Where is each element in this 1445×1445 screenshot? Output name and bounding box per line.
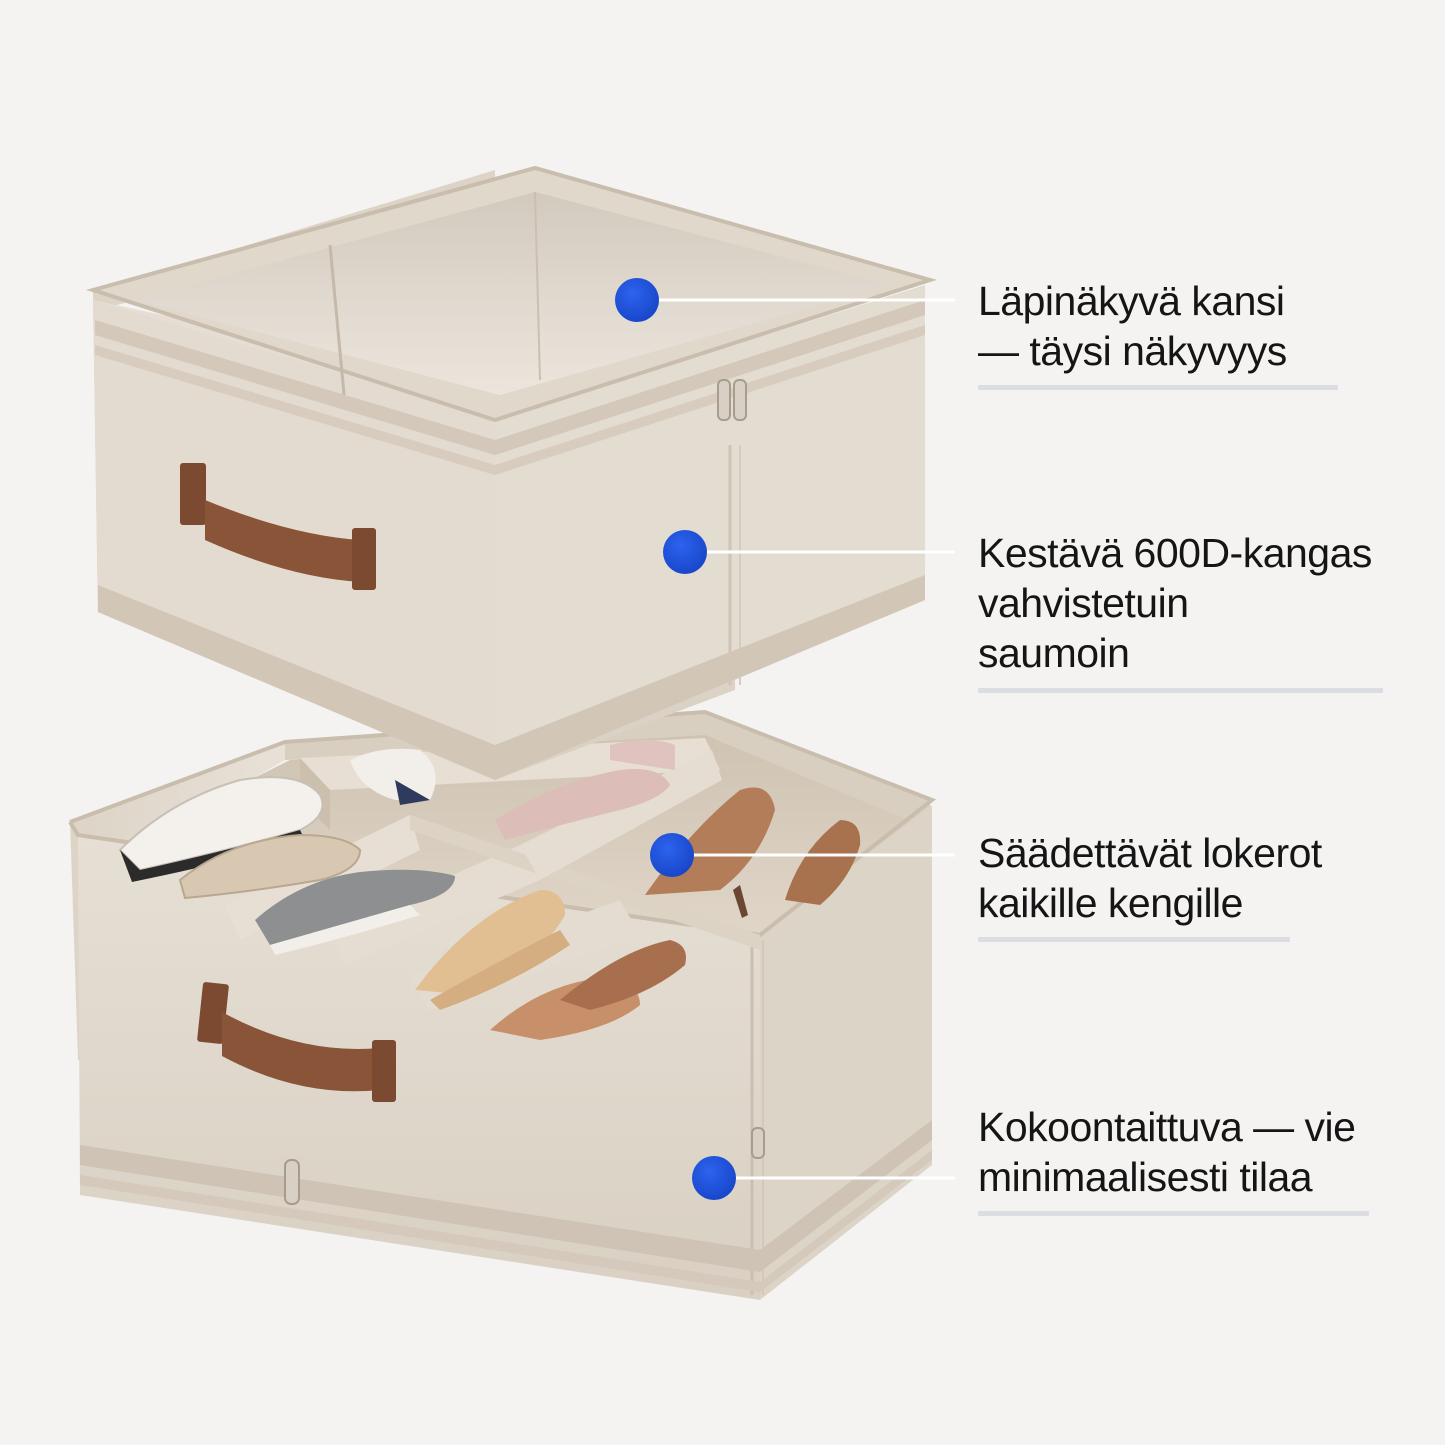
callout-marker-3 (650, 833, 955, 877)
callout-underline (978, 385, 1338, 390)
callout-compartments: Säädettävät lokerot kaikille kengille (978, 828, 1322, 928)
top-storage-box (86, 165, 937, 780)
zipper-pull-icon-top (717, 379, 747, 421)
callout-underline (978, 688, 1383, 693)
callout-line: minimaalisesti tilaa (978, 1154, 1313, 1200)
bottom-box-left-side (70, 742, 285, 1080)
callout-line: Kestävä 600D-kangas (978, 530, 1372, 576)
top-zipper-band-2 (95, 325, 925, 475)
callout-transparent-lid: Läpinäkyvä kansi — täysi näkyvyys (978, 276, 1287, 376)
blue-dot-icon (650, 833, 694, 877)
bottom-storage-box (68, 709, 936, 1300)
lid-interior-seam (328, 244, 347, 406)
callout-foldable: Kokoontaittuva — vie minimaalisesti tila… (978, 1102, 1356, 1202)
callout-underline (978, 1211, 1369, 1216)
top-zipper-band (95, 300, 925, 455)
heels-nude-front (415, 890, 570, 1010)
bottom-box-right (760, 805, 932, 1300)
sneaker-pink (495, 740, 675, 840)
callout-marker-1 (615, 278, 955, 322)
callout-line: vahvistetuin (978, 580, 1189, 626)
sneaker-beige (178, 833, 362, 900)
sneaker-gray (255, 869, 455, 955)
top-box-bottom-band (98, 575, 925, 780)
callout-line: Säädettävät lokerot (978, 830, 1322, 876)
flats-caramel (490, 940, 686, 1040)
bottom-handle (197, 982, 396, 1102)
callout-marker-4 (692, 1156, 955, 1200)
lid-interior-seam-2 (534, 191, 541, 381)
zipper-pull-icon (284, 1127, 765, 1205)
sneaker-navy-back (350, 748, 436, 805)
callout-fabric: Kestävä 600D-kangas vahvistetuin saumoin (978, 528, 1372, 678)
callout-line: — täysi näkyvyys (978, 328, 1287, 374)
callout-line: kaikille kengille (978, 880, 1243, 926)
callout-underline (978, 937, 1290, 942)
bottom-box-rim (68, 709, 936, 938)
callout-line: saumoin (978, 630, 1130, 676)
callout-marker-2 (663, 530, 955, 574)
blue-dot-icon (615, 278, 659, 322)
blue-dot-icon (663, 530, 707, 574)
transparent-lid-window (135, 192, 890, 395)
callout-line: Kokoontaittuva — vie (978, 1104, 1356, 1150)
callout-line: Läpinäkyvä kansi (978, 278, 1285, 324)
top-handle (180, 463, 376, 590)
blue-dot-icon (692, 1156, 736, 1200)
